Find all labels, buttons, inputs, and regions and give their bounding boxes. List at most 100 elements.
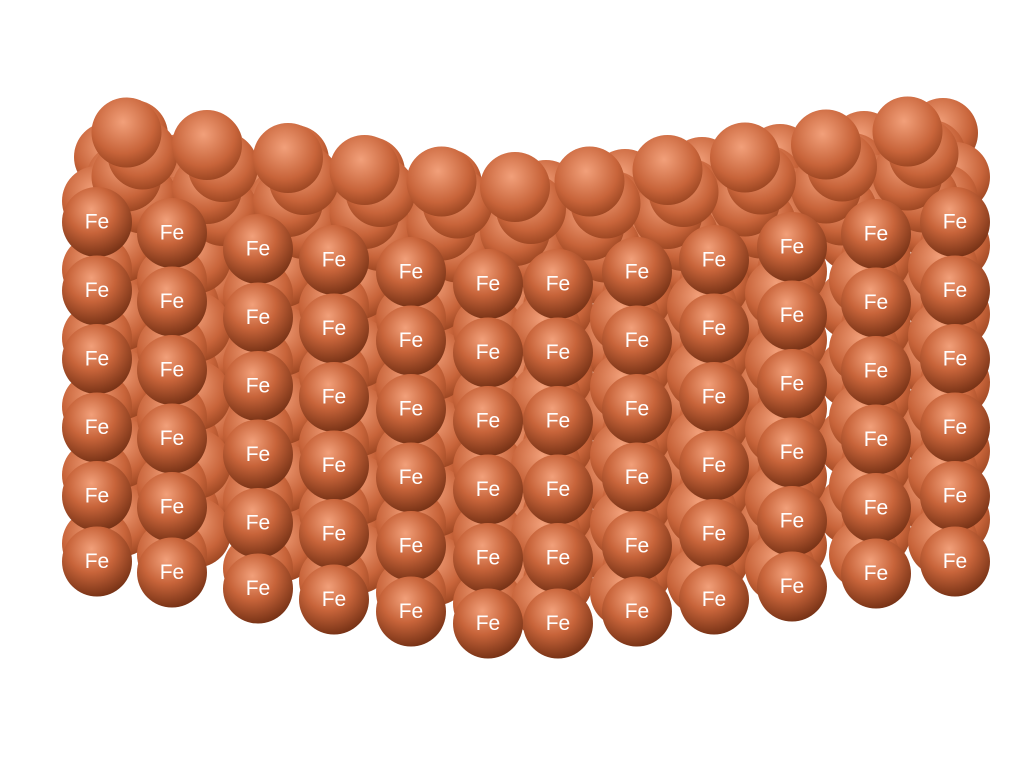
fe-atom: Fe xyxy=(453,454,523,525)
fe-atom: Fe xyxy=(376,442,446,513)
top-atom xyxy=(406,146,477,217)
fe-atom-sphere xyxy=(137,335,207,405)
fe-atom-label: Fe xyxy=(476,341,501,364)
fe-atom: Fe xyxy=(679,293,749,364)
fe-atom: Fe xyxy=(62,255,132,326)
fe-atom-sphere xyxy=(920,255,990,326)
fe-atom: Fe xyxy=(137,335,207,405)
fe-atom-sphere xyxy=(62,392,132,463)
fe-atom: Fe xyxy=(62,461,132,531)
fe-atom-label: Fe xyxy=(943,348,968,371)
fe-atom-sphere xyxy=(453,523,523,593)
fe-atom: Fe xyxy=(376,576,446,647)
fe-atom-label: Fe xyxy=(864,360,889,383)
fe-atom-label: Fe xyxy=(160,427,185,450)
fe-atom-label: Fe xyxy=(399,261,424,284)
fe-atom-label: Fe xyxy=(476,410,501,433)
fe-atom-label: Fe xyxy=(246,577,271,600)
fe-atom-sphere xyxy=(523,249,593,319)
fe-atom: Fe xyxy=(376,237,446,307)
fe-atom-label: Fe xyxy=(546,341,571,364)
fe-atom-label: Fe xyxy=(322,386,347,409)
fe-atom-sphere xyxy=(841,473,911,543)
fe-atom-sphere xyxy=(376,374,446,444)
fe-atom-label: Fe xyxy=(625,398,650,421)
fe-atom: Fe xyxy=(679,430,749,501)
fe-atom-label: Fe xyxy=(943,550,968,573)
fe-atom: Fe xyxy=(523,588,593,659)
fe-atom: Fe xyxy=(841,404,911,475)
fe-atom: Fe xyxy=(223,553,293,624)
fe-atom-label: Fe xyxy=(476,547,501,570)
fe-atom: Fe xyxy=(679,499,749,569)
fe-atom: Fe xyxy=(757,417,827,488)
fe-atom-sphere xyxy=(841,538,911,609)
fe-atom-label: Fe xyxy=(546,547,571,570)
fe-atom-sphere xyxy=(137,198,207,268)
fe-atom: Fe xyxy=(62,392,132,463)
fe-atom: Fe xyxy=(679,225,749,295)
fe-atom-sphere xyxy=(602,305,672,376)
fe-atom: Fe xyxy=(523,454,593,525)
fe-atom-sphere xyxy=(602,442,672,513)
fe-atom: Fe xyxy=(757,212,827,282)
fe-atom-sphere xyxy=(299,499,369,569)
fe-atom-label: Fe xyxy=(780,304,805,327)
fe-atom: Fe xyxy=(299,564,369,635)
fe-atom-sphere xyxy=(841,199,911,269)
fe-atom-sphere xyxy=(62,255,132,326)
fe-atom: Fe xyxy=(376,511,446,581)
fe-atom-sphere xyxy=(376,576,446,647)
fe-atom-sphere xyxy=(757,551,827,622)
fe-atom-sphere xyxy=(679,225,749,295)
top-atom xyxy=(791,109,861,180)
top-atom xyxy=(710,122,780,193)
fe-atom-sphere xyxy=(523,523,593,593)
fe-atom-sphere xyxy=(920,187,990,257)
fe-atom-label: Fe xyxy=(780,441,805,464)
fe-atom-label: Fe xyxy=(246,375,271,398)
fe-atom-sphere xyxy=(679,293,749,364)
fe-atom-sphere xyxy=(602,374,672,444)
fe-atom-sphere xyxy=(757,349,827,419)
fe-atom-sphere xyxy=(757,486,827,556)
fe-atom-label: Fe xyxy=(864,291,889,314)
fe-atom: Fe xyxy=(841,336,911,406)
fe-atom-label: Fe xyxy=(702,386,727,409)
fe-atom: Fe xyxy=(223,419,293,490)
fe-atom-label: Fe xyxy=(476,273,501,296)
fe-atom: Fe xyxy=(920,392,990,463)
fe-atom-label: Fe xyxy=(943,211,968,234)
fe-atom-label: Fe xyxy=(322,317,347,340)
fe-atom-sphere xyxy=(137,266,207,337)
fe-atom: Fe xyxy=(137,198,207,268)
fe-atom-sphere xyxy=(841,267,911,338)
fe-atom-label: Fe xyxy=(943,279,968,302)
fe-atom: Fe xyxy=(920,526,990,597)
fe-atom: Fe xyxy=(523,523,593,593)
fe-atom-sphere xyxy=(137,537,207,608)
fe-atom: Fe xyxy=(602,511,672,581)
fe-atom-label: Fe xyxy=(160,561,185,584)
fe-atom: Fe xyxy=(223,351,293,421)
fe-atom: Fe xyxy=(137,266,207,337)
fe-atom-sphere xyxy=(223,553,293,624)
fe-atom-label: Fe xyxy=(399,329,424,352)
fe-atom-label: Fe xyxy=(625,329,650,352)
fe-atom: Fe xyxy=(920,187,990,257)
fe-atom-sphere xyxy=(841,404,911,475)
fe-atom-label: Fe xyxy=(246,443,271,466)
fe-atom-sphere xyxy=(602,511,672,581)
fe-atom: Fe xyxy=(523,249,593,319)
fe-atom-sphere xyxy=(299,362,369,432)
fe-atom-sphere xyxy=(299,564,369,635)
fe-atom-label: Fe xyxy=(780,575,805,598)
fe-atom-label: Fe xyxy=(399,600,424,623)
fe-atom-sphere xyxy=(523,454,593,525)
fe-atom-sphere xyxy=(523,317,593,388)
fe-atom: Fe xyxy=(453,317,523,388)
fe-atom-sphere xyxy=(62,187,132,257)
fe-atom-label: Fe xyxy=(322,249,347,272)
fe-atom-sphere xyxy=(376,511,446,581)
